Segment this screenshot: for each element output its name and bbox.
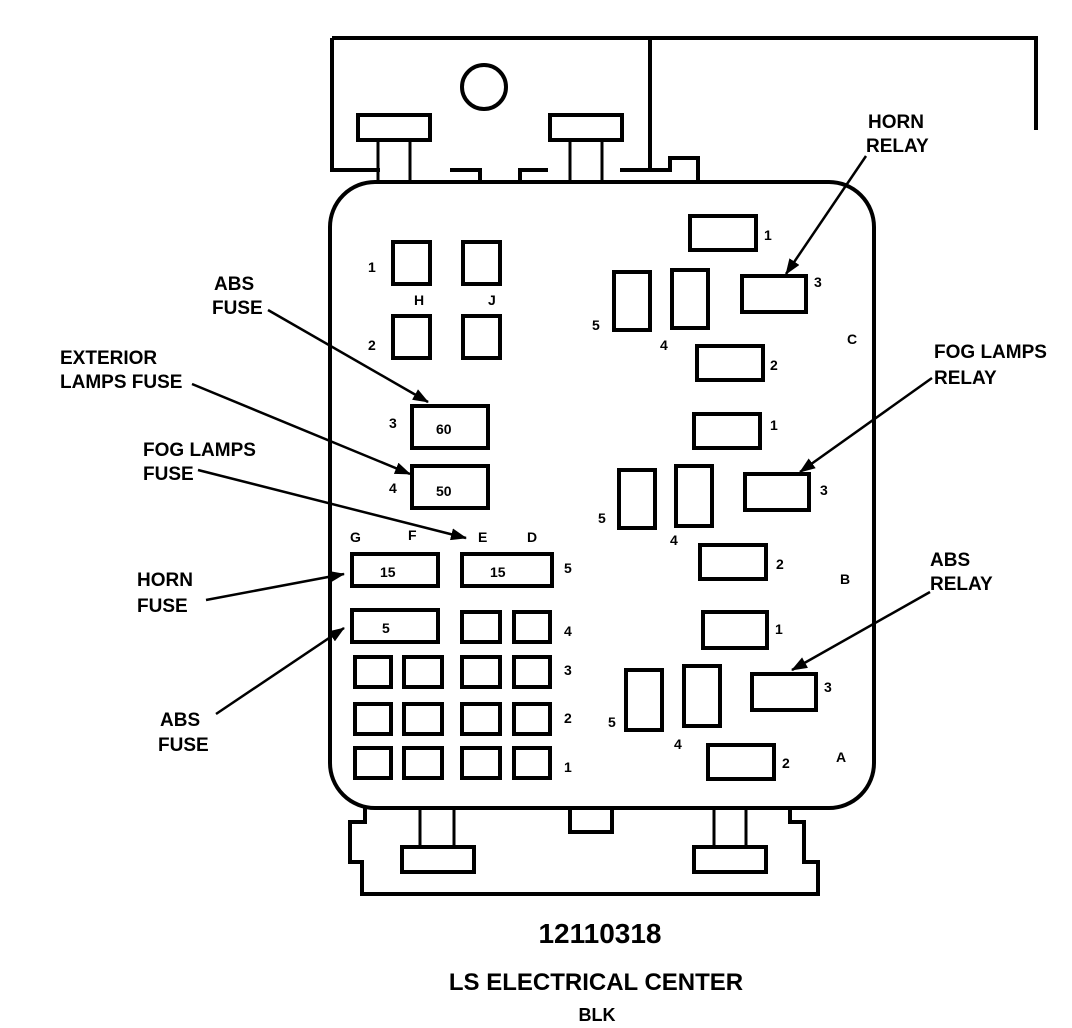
relay-block-label-a: A	[836, 749, 846, 765]
row-label-right-3: 3	[564, 662, 572, 678]
relay-a-pin-3: 3	[824, 679, 832, 695]
row-label-3: 3	[389, 415, 397, 431]
column-label-f: F	[408, 527, 417, 543]
abs-fuse-top-value: 60	[436, 421, 452, 437]
relay-c-pin-2: 2	[770, 357, 778, 373]
callout-labels: HORN RELAY FOG LAMPS RELAY ABS RELAY ABS…	[60, 112, 1047, 756]
fuse-grid-top: 1 2 H J	[368, 240, 502, 360]
fog-lamps-fuse-leader	[197, 468, 467, 541]
exterior-lamps-fuse-value: 50	[436, 483, 452, 499]
relay-c-pin-3: 3	[814, 274, 822, 290]
horn-relay-label-line1: HORN	[868, 112, 924, 133]
horn-fuse-label-line2: FUSE	[137, 596, 188, 617]
part-number: 12110318	[538, 918, 661, 949]
fuse-grid-bottom: 15 15 5 5 4 3 2 1	[350, 552, 572, 780]
maxi-fuses: 60 3 50 4	[389, 404, 490, 510]
relay-block-b: 1 5 4 3 2 B	[598, 412, 850, 587]
caption: 12110318 LS ELECTRICAL CENTER BLK	[449, 918, 743, 1025]
abs-relay-leader	[791, 590, 931, 672]
fog-lamps-fuse-label-line2: FUSE	[143, 464, 194, 485]
column-label-d: D	[527, 529, 537, 545]
bottom-connector	[348, 808, 820, 896]
fog-lamps-relay-leader	[799, 376, 933, 474]
abs-fuse-bottom-label-line1: ABS	[160, 710, 200, 731]
relay-a-pin-5: 5	[608, 714, 616, 730]
top-connector	[330, 36, 1038, 182]
fog-lamps-relay-label-line2: RELAY	[934, 368, 997, 389]
horn-relay-leader	[784, 155, 868, 275]
abs-fuse-bottom-leader	[215, 626, 345, 716]
horn-fuse-value: 15	[380, 564, 396, 580]
column-labels-bottom: G F E D	[350, 527, 537, 545]
relay-b-pin-5: 5	[598, 510, 606, 526]
column-label-e: E	[478, 529, 487, 545]
relay-a-pin-4: 4	[674, 736, 682, 752]
relay-a-pin-1: 1	[775, 621, 783, 637]
row-label-2: 2	[368, 337, 376, 353]
relay-block-label-b: B	[840, 571, 850, 587]
relay-b-pin-3: 3	[820, 482, 828, 498]
relay-block-c: 1 5 4 3 2 C	[592, 214, 857, 382]
column-label-g: G	[350, 529, 361, 545]
relay-block-label-c: C	[847, 331, 857, 347]
abs-relay-label-line1: ABS	[930, 550, 970, 571]
column-label-j: J	[488, 292, 496, 308]
relay-block-a: 1 5 4 3 2 A	[608, 610, 846, 781]
fog-lamps-fuse-value: 15	[490, 564, 506, 580]
leader-lines	[191, 155, 933, 716]
column-label-h: H	[414, 292, 424, 308]
relay-b-pin-1: 1	[770, 417, 778, 433]
row-label-right-4: 4	[564, 623, 572, 639]
abs-fuse-top-label-line1: ABS	[214, 274, 254, 295]
row-label-right-2: 2	[564, 710, 572, 726]
relay-c-pin-5: 5	[592, 317, 600, 333]
relay-b-pin-2: 2	[776, 556, 784, 572]
relay-a-pin-2: 2	[782, 755, 790, 771]
abs-fuse-bottom-value: 5	[382, 620, 390, 636]
row-label-4: 4	[389, 480, 397, 496]
row-label-1: 1	[368, 259, 376, 275]
row-label-right-1: 1	[564, 759, 572, 775]
abs-relay-label-line2: RELAY	[930, 574, 993, 595]
fog-lamps-relay-label-line1: FOG LAMPS	[934, 342, 1047, 363]
exterior-lamps-fuse-leader	[191, 382, 411, 476]
electrical-center-body	[328, 180, 876, 810]
color-code: BLK	[579, 1005, 616, 1025]
horn-fuse-label-line1: HORN	[137, 570, 193, 591]
abs-fuse-bottom-label-line2: FUSE	[158, 735, 209, 756]
abs-fuse-top-label-line2: FUSE	[212, 298, 263, 319]
abs-fuse-top-leader	[267, 308, 429, 404]
row-label-right-5: 5	[564, 560, 572, 576]
relay-c-pin-1: 1	[764, 227, 772, 243]
relay-b-pin-4: 4	[670, 532, 678, 548]
mounting-hole	[460, 63, 508, 111]
exterior-lamps-fuse-label-line1: EXTERIOR	[60, 348, 157, 369]
exterior-lamps-fuse-label-line2: LAMPS FUSE	[60, 372, 182, 393]
fog-lamps-fuse-label-line1: FOG LAMPS	[143, 440, 256, 461]
diagram-title: LS ELECTRICAL CENTER	[449, 969, 743, 996]
relay-c-pin-4: 4	[660, 337, 668, 353]
horn-relay-label-line2: RELAY	[866, 136, 929, 157]
horn-fuse-leader	[205, 570, 345, 602]
